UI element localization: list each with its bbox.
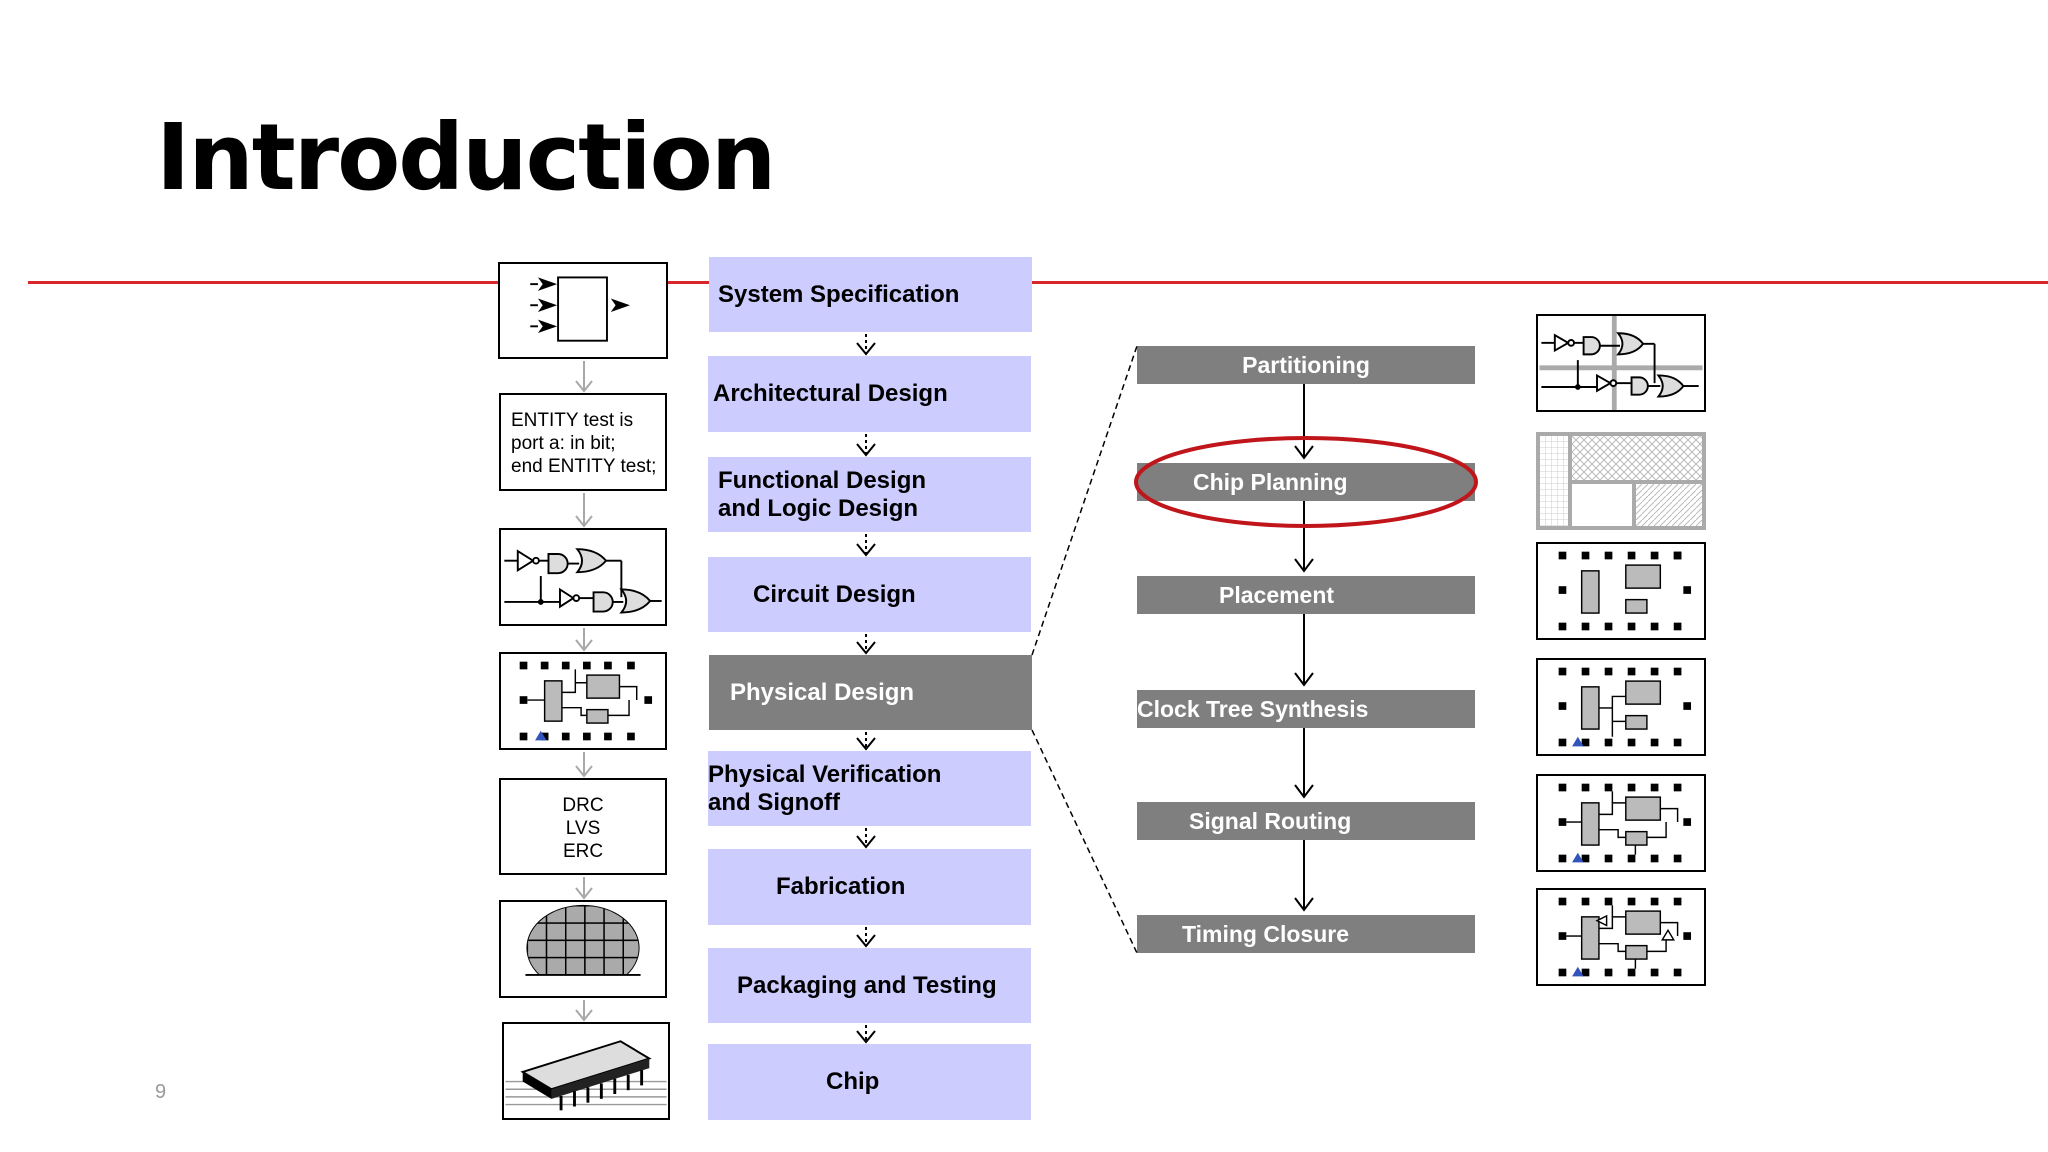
flow-step-packaging-testing: Packaging and Testing [708,948,1031,1023]
check-erc: ERC [562,841,604,862]
flow-step-system-specification: System Specification [709,257,1032,332]
placement-thumbnail [1536,542,1706,640]
step-label: System Specification [718,280,960,308]
signal-routing-thumbnail [1536,774,1706,872]
step-label: Architectural Design [713,380,948,407]
pd-step-label: Timing Closure [1182,920,1349,947]
pd-step-clock-tree-synthesis: Clock Tree Synthesis [1137,690,1475,728]
verification-checks-box: DRC LVS ERC [499,778,667,875]
check-drc: DRC [562,795,604,816]
pd-step-label: Partitioning [1242,351,1370,378]
pd-step-signal-routing: Signal Routing [1137,802,1475,840]
flow-step-circuit-design: Circuit Design [708,557,1031,632]
chip-planning-thumbnail [1536,432,1706,530]
step-label: Physical Design [730,678,915,706]
pd-step-partitioning: Partitioning [1137,346,1475,384]
code-line: port a: in bit; [511,433,616,454]
code-line: ENTITY test is [511,410,634,431]
pd-step-label: Chip Planning [1193,468,1348,495]
step-label: Physical Verification and Signoff [708,760,942,816]
pd-step-label: Clock Tree Synthesis [1137,695,1369,722]
circuit-layout-thumbnail [499,652,667,750]
slide-title: Introduction [156,104,776,211]
step-label: Functional Design and Logic Design [718,466,927,522]
flow-step-chip: Chip [708,1044,1031,1120]
step-label: Chip [826,1068,880,1095]
pd-step-placement: Placement [1137,576,1475,614]
code-line: end ENTITY test; [511,456,657,477]
pd-step-label: Signal Routing [1189,807,1352,834]
clock-tree-thumbnail [1536,658,1706,756]
zoom-lines [1031,345,1138,954]
system-block-thumbnail [498,262,668,359]
check-lvs: LVS [565,818,601,839]
page-number: 9 [155,1081,167,1103]
pd-step-chip-planning: Chip Planning [1137,463,1475,501]
step-label: Fabrication [776,873,906,900]
pd-step-timing-closure: Timing Closure [1137,915,1475,953]
flow-step-physical-verification: Physical Verification and Signoff [708,751,1031,826]
partitioning-thumbnail [1536,314,1706,412]
vhdl-code-box: ENTITY test is port a: in bit; end ENTIT… [499,393,667,491]
step-label: Circuit Design [753,580,916,608]
flow-step-functional-logic-design: Functional Design and Logic Design [708,457,1031,532]
flow-step-physical-design: Physical Design [709,655,1032,730]
flow-step-fabrication: Fabrication [708,849,1031,925]
step-label: Packaging and Testing [737,971,997,999]
pd-step-label: Placement [1219,581,1335,608]
wafer-thumbnail [499,900,667,998]
title-divider [28,281,2048,284]
logic-gates-thumbnail [499,528,667,626]
chip-package-thumbnail [502,1022,670,1120]
timing-closure-thumbnail [1536,888,1706,986]
flow-step-architectural-design: Architectural Design [708,356,1031,432]
